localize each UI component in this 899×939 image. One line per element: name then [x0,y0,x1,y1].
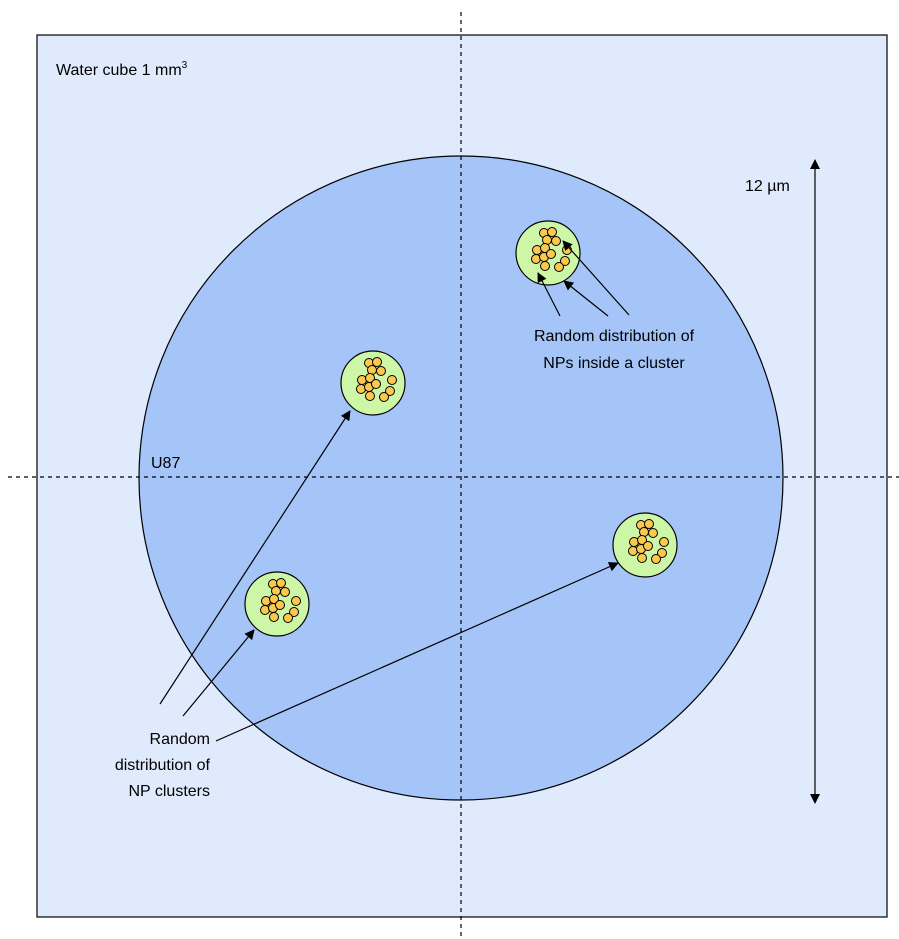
water-cube-label: Water cube 1 mm3 [56,60,188,79]
np-cluster-bottom-left [244,571,310,637]
np-arrow-3 [537,272,561,317]
cluster-arrow-bottom-left [182,629,255,717]
nps-label-line1: Random distribution of [534,328,695,345]
clusters-label-line3: NP clusters [128,783,210,800]
np-arrow-2 [563,280,609,317]
np-cluster-top-right [515,220,581,286]
clusters-label-line1: Random [150,731,210,748]
clusters-label-line2: distribution of [115,757,211,774]
scale-label: 12 µm [745,178,790,195]
np-cluster-right [612,512,678,578]
cluster-arrow-left [159,410,351,705]
cluster-arrow-right [215,562,619,742]
np-arrow-1 [562,240,630,316]
nps-label-line2: NPs inside a cluster [543,355,685,372]
cell-label: U87 [151,455,180,472]
np-cluster-left [340,350,406,416]
